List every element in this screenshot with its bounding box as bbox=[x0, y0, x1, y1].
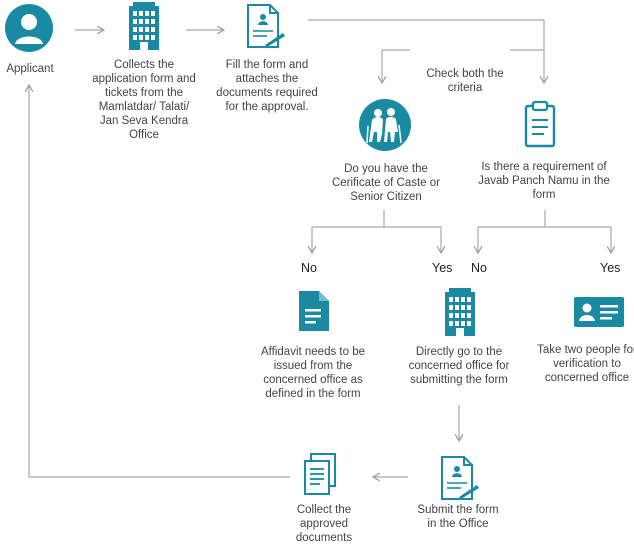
documents-stack-icon bbox=[304, 453, 336, 495]
submit-label: Submit the form in the Office bbox=[417, 504, 499, 530]
caste-question-label: Do you have the Cerificate of Caste or S… bbox=[331, 163, 440, 203]
two-people-label: Take two people for verification to conc… bbox=[537, 344, 634, 384]
clipboard-icon bbox=[524, 100, 556, 148]
collect-form-label: Collects the application form and ticket… bbox=[92, 59, 196, 141]
office-building-icon bbox=[445, 288, 475, 336]
person-icon bbox=[5, 4, 53, 52]
collect-docs-label: Collect the approved documents bbox=[295, 504, 353, 544]
document-icon bbox=[299, 291, 329, 331]
form-document-icon bbox=[441, 456, 479, 500]
elderly-couple-icon bbox=[359, 99, 411, 151]
panchnamu-question-label: Is there a requirement of Javab Panch Na… bbox=[478, 161, 610, 201]
check-criteria-label: Check both the criteria bbox=[426, 68, 504, 94]
affidavit-label: Affidavit needs to be issued from the co… bbox=[261, 346, 365, 400]
panch-no-label: No bbox=[471, 261, 487, 275]
office-building-icon bbox=[129, 2, 159, 50]
direct-office-label: Directly go to the concerned office for … bbox=[408, 346, 510, 386]
panch-yes-label: Yes bbox=[600, 261, 621, 275]
applicant-label: Applicant bbox=[6, 63, 54, 75]
arrow-back-to-applicant bbox=[29, 86, 290, 478]
id-card-icon bbox=[574, 297, 624, 327]
form-document-icon bbox=[247, 4, 285, 48]
caste-yes-label: Yes bbox=[432, 261, 453, 275]
caste-no-label: No bbox=[301, 261, 317, 275]
fill-form-label: Fill the form and attaches the documents… bbox=[216, 59, 318, 113]
